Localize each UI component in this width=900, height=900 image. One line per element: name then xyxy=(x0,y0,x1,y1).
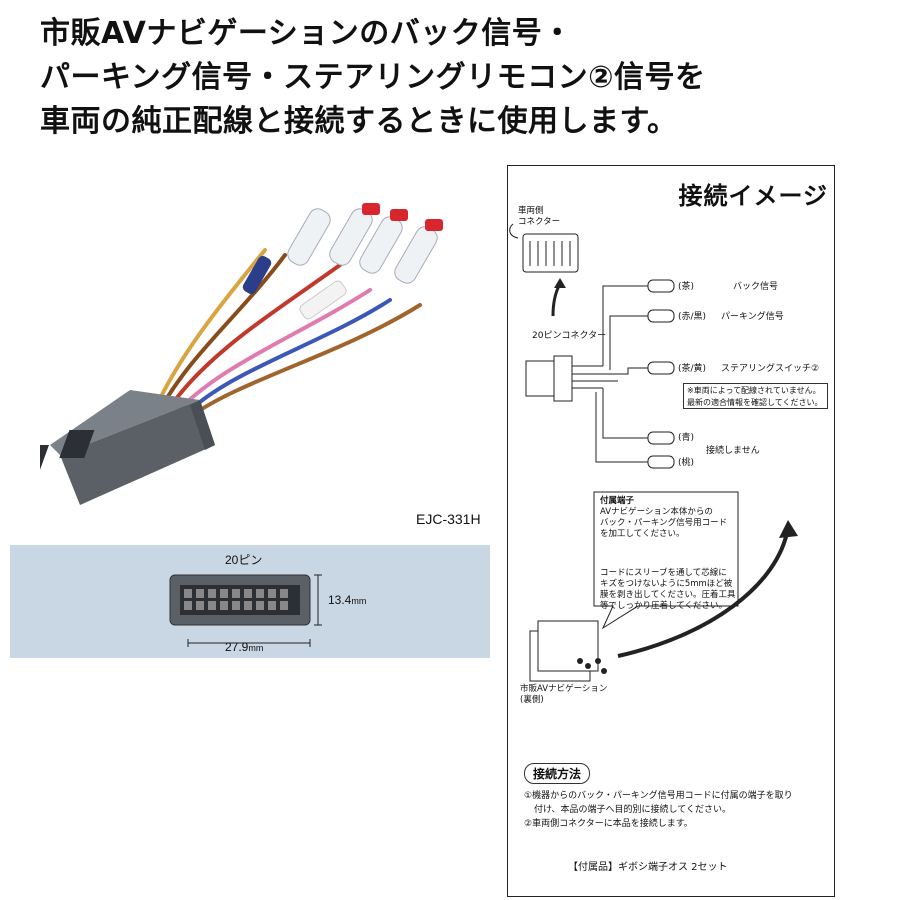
model-number: EJC-331H xyxy=(416,511,481,527)
pin-count-label: 20ピン xyxy=(225,553,263,567)
no-connect-label: 接続しません xyxy=(706,446,760,456)
pin20-connector-label: 20ピンコネクター xyxy=(532,331,607,341)
method-title: 接続方法 xyxy=(524,763,591,784)
headline: 市販AVナビゲーションのバック信号・ パーキング信号・ステアリングリモコン②信号… xyxy=(40,12,800,144)
wire-2-color: (赤/黒) xyxy=(678,312,707,322)
wire-5-color: (桃) xyxy=(678,458,695,468)
vehicle-connector-label: 車両側 コネクター xyxy=(518,206,561,227)
headline-line-1: 市販AVナビゲーションのバック信号・ xyxy=(40,16,573,51)
wire-1-name: バック信号 xyxy=(733,282,779,292)
product-photo xyxy=(40,203,443,505)
connection-diagram: 接続イメージ 車両側 コネクター xyxy=(507,165,835,897)
terminal-callout: 付属端子 AVナビゲーション本体からの バック・パーキング信号用コード を加工し… xyxy=(600,496,736,611)
navi-label: 市販AVナビゲーション (裏側) xyxy=(520,684,608,705)
connector-front-view xyxy=(169,574,322,647)
accessory-note: 【付属品】ギボシ端子オス 2セット xyxy=(568,862,728,873)
diagram-title: 接続イメージ xyxy=(678,182,828,210)
method-line-3: ②車両側コネクターに本品を接続します。 xyxy=(524,819,693,829)
method-line-1: ①機器からのバック・パーキング信号用コードに付属の端子を取り xyxy=(524,791,793,801)
note-box: ※車両によって配線されていません。 最新の適合情報を確認してください。 xyxy=(683,383,828,409)
method-line-2: 付け、本品の端子へ目的別に接続してください。 xyxy=(534,805,732,815)
headline-line-3: 車両の純正配線と接続するときに使用します。 xyxy=(40,104,678,139)
width-dimension: 27.9mm xyxy=(225,640,264,654)
wire-4-color: (青) xyxy=(678,433,695,443)
wire-1-color: (茶) xyxy=(678,282,695,292)
dimension-panel: 20ピン 13.4mm 27.9mm xyxy=(10,545,490,658)
wire-2-name: パーキング信号 xyxy=(721,312,784,322)
wiring-lines xyxy=(509,223,798,682)
wire-3-color: (茶/黄) xyxy=(678,364,707,374)
headline-line-2: パーキング信号・ステアリングリモコン②信号を xyxy=(40,60,706,95)
height-dimension: 13.4mm xyxy=(328,593,367,607)
wire-3-name: ステアリングスイッチ② xyxy=(721,364,820,374)
